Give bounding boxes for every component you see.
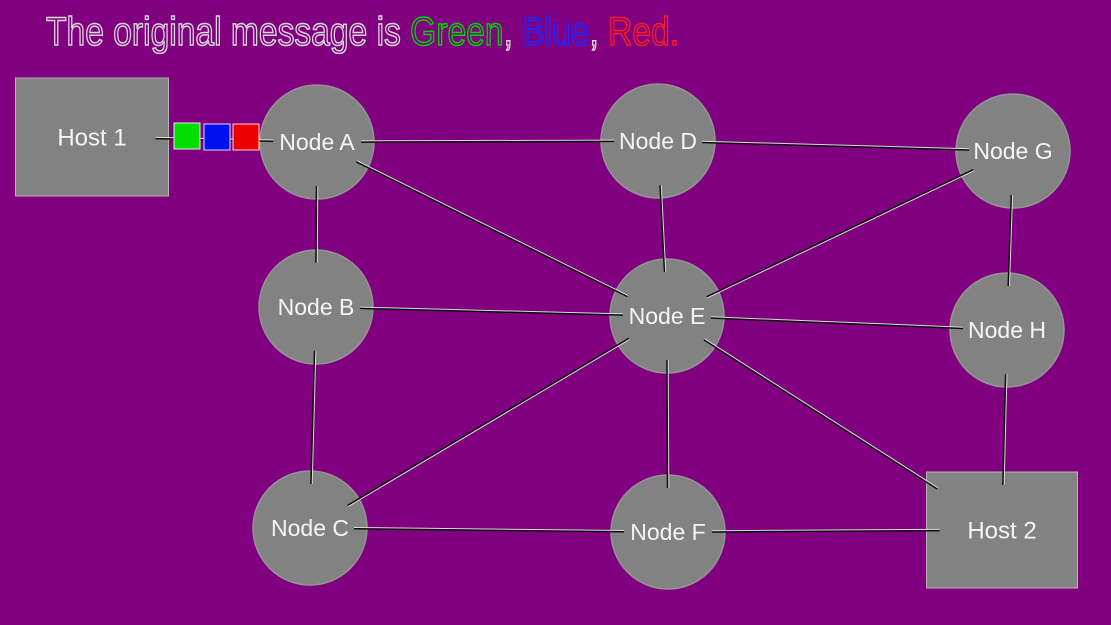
host-2[interactable] bbox=[926, 471, 1078, 589]
host-1[interactable] bbox=[15, 77, 169, 197]
title-segment-comma2: , bbox=[589, 9, 609, 55]
packet-red bbox=[232, 123, 260, 151]
packet-green bbox=[173, 122, 201, 150]
edge-A-E-highlight bbox=[356, 160, 629, 296]
node-A-label: Node A bbox=[279, 129, 355, 155]
host-2-label: Host 2 bbox=[967, 517, 1036, 544]
edge-E-host2 bbox=[703, 338, 938, 490]
edge-A-D bbox=[360, 140, 615, 143]
edge-B-C bbox=[310, 350, 316, 485]
title-segment-comma1: , bbox=[503, 9, 523, 55]
edge-E-F-highlight bbox=[667, 359, 670, 488]
edge-E-H-highlight bbox=[710, 316, 964, 328]
edge-F-host2 bbox=[711, 529, 940, 533]
node-G[interactable] bbox=[955, 93, 1071, 209]
edge-D-G bbox=[701, 141, 970, 151]
node-D-label: Node D bbox=[619, 128, 697, 154]
edge-G-E-highlight bbox=[706, 170, 974, 299]
edge-B-E-highlight bbox=[359, 306, 624, 315]
node-F-label: Node F bbox=[630, 519, 705, 545]
edge-E-H bbox=[710, 316, 964, 330]
node-B-label: Node B bbox=[278, 294, 355, 320]
message-title: The original message is Green, Blue, Red… bbox=[45, 9, 680, 55]
edge-A-E bbox=[355, 160, 629, 298]
edge-G-H bbox=[1007, 194, 1013, 287]
edge-C-F bbox=[353, 527, 625, 533]
edge-B-E bbox=[359, 307, 624, 316]
edge-D-E-highlight bbox=[660, 184, 667, 273]
edge-A-D-highlight bbox=[360, 139, 614, 142]
edge-D-G-highlight bbox=[701, 140, 970, 150]
edge-B-C-highlight bbox=[311, 350, 317, 485]
node-H-label: Node H bbox=[968, 317, 1046, 343]
edge-H-host2-highlight bbox=[1003, 373, 1008, 486]
edge-E-C bbox=[347, 337, 630, 507]
title-segment-green: Green bbox=[410, 9, 505, 55]
title-segment-intro: The original message is bbox=[45, 9, 411, 55]
title-segment-red: Red. bbox=[608, 9, 680, 55]
node-E-label: Node E bbox=[629, 303, 706, 329]
edge-E-C-highlight bbox=[348, 338, 630, 507]
edge-G-H-highlight bbox=[1008, 194, 1014, 287]
edge-H-host2 bbox=[1002, 373, 1007, 486]
node-C-label: Node C bbox=[271, 515, 349, 541]
title-segment-blue: Blue bbox=[522, 9, 591, 55]
edge-G-E bbox=[706, 169, 974, 298]
host-1-label: Host 1 bbox=[57, 124, 126, 151]
edge-E-F bbox=[666, 359, 669, 489]
packet-blue bbox=[203, 123, 231, 151]
edge-C-F-highlight bbox=[354, 526, 625, 532]
edge-F-host2-highlight bbox=[711, 528, 940, 532]
edge-E-host2-highlight bbox=[704, 338, 939, 489]
edge-D-E bbox=[659, 184, 666, 273]
node-G-label: Node G bbox=[973, 138, 1052, 164]
